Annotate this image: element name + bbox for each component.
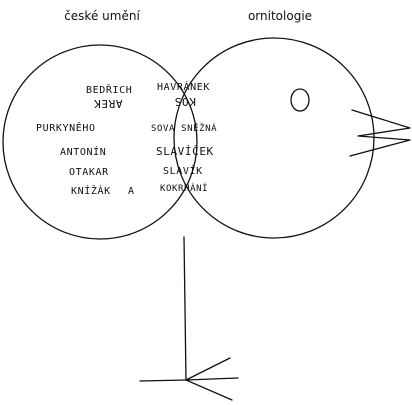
word-antonin: ANTONÍN: [60, 145, 106, 158]
bird-beak: [350, 110, 410, 156]
word-bedrich: BEDŘICH: [86, 83, 132, 96]
left-set-label: české umění: [64, 9, 140, 23]
word-slavicek: SLAVÍČEK: [156, 145, 214, 158]
word-arek-upside-down: AREK: [94, 97, 123, 110]
word-kos-upside-down: KOS: [174, 95, 196, 108]
bird-leg: [184, 237, 186, 380]
bird-foot: [140, 358, 238, 400]
word-otakar: OTAKAR: [69, 167, 109, 178]
word-knizak: KNÍŽÁK: [71, 184, 111, 197]
word-a: A: [128, 186, 135, 197]
bird-eye: [291, 89, 309, 111]
right-set-label: ornitologie: [248, 9, 312, 23]
word-purkyneho: PURKYNĚHO: [36, 121, 96, 134]
word-havranek: HAVRÁNEK: [157, 80, 210, 93]
left-set-circle: [3, 45, 197, 239]
word-sova-snezna: SOVA SNĚŽNÁ: [151, 122, 217, 134]
right-set-circle: [174, 38, 374, 238]
word-kokrhani: KOKRHÁNÍ: [160, 182, 208, 194]
word-slavik: SLAVÍK: [163, 164, 203, 177]
